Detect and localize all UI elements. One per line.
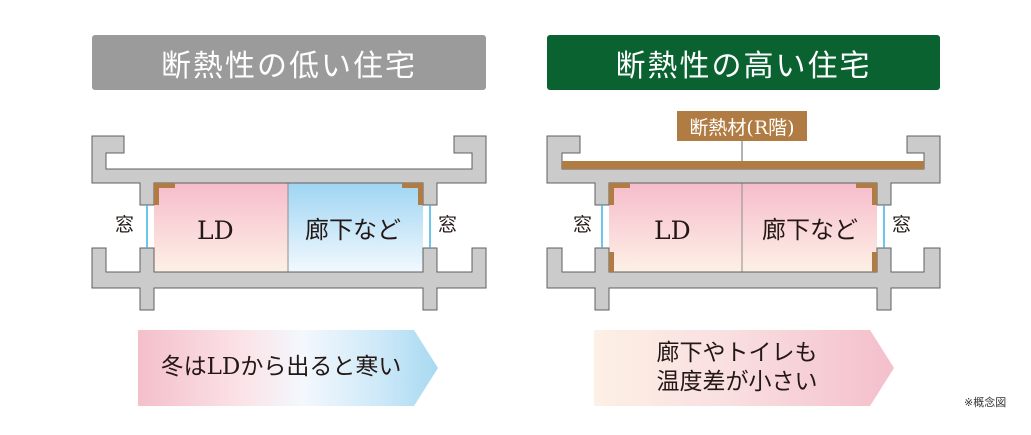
window-label-right: 窓 — [438, 214, 458, 236]
room-label-ld-high: LD — [654, 216, 691, 245]
arrow-caption-high: 廊下やトイレも 温度差が小さい — [594, 330, 894, 406]
window-label-right-high: 窓 — [892, 214, 912, 236]
arrow-caption-low: 冬はLDから出ると寒い — [138, 330, 438, 406]
right-floor-plan — [546, 135, 941, 311]
title-low-insulation: 断熱性の低い住宅 — [92, 35, 486, 90]
caption-high-line2: 温度差が小さい — [656, 369, 818, 395]
corner-insulation-right — [402, 183, 423, 205]
roof-insulation — [562, 161, 924, 169]
title-high-insulation: 断熱性の高い住宅 — [547, 35, 940, 90]
hall-room-cold — [288, 183, 423, 273]
room-label-hall-high: 廊下など — [762, 216, 858, 244]
lower-wall — [91, 247, 487, 311]
caption-low-text: 冬はLDから出ると寒い — [160, 354, 402, 381]
ld-room-warm — [154, 183, 288, 273]
left-floor-plan — [91, 135, 487, 311]
concept-note: ※概念図 — [964, 396, 1007, 409]
upper-wall — [91, 135, 487, 206]
insulation-tag: 断熱材(R階) — [677, 111, 807, 141]
caption-high-line1: 廊下やトイレも — [656, 339, 818, 366]
corner-insulation-left — [154, 183, 175, 205]
room-label-ld: LD — [197, 216, 234, 245]
window-label-left: 窓 — [115, 214, 135, 236]
window-label-left-high: 窓 — [573, 214, 593, 236]
room-label-hall: 廊下など — [305, 216, 401, 244]
